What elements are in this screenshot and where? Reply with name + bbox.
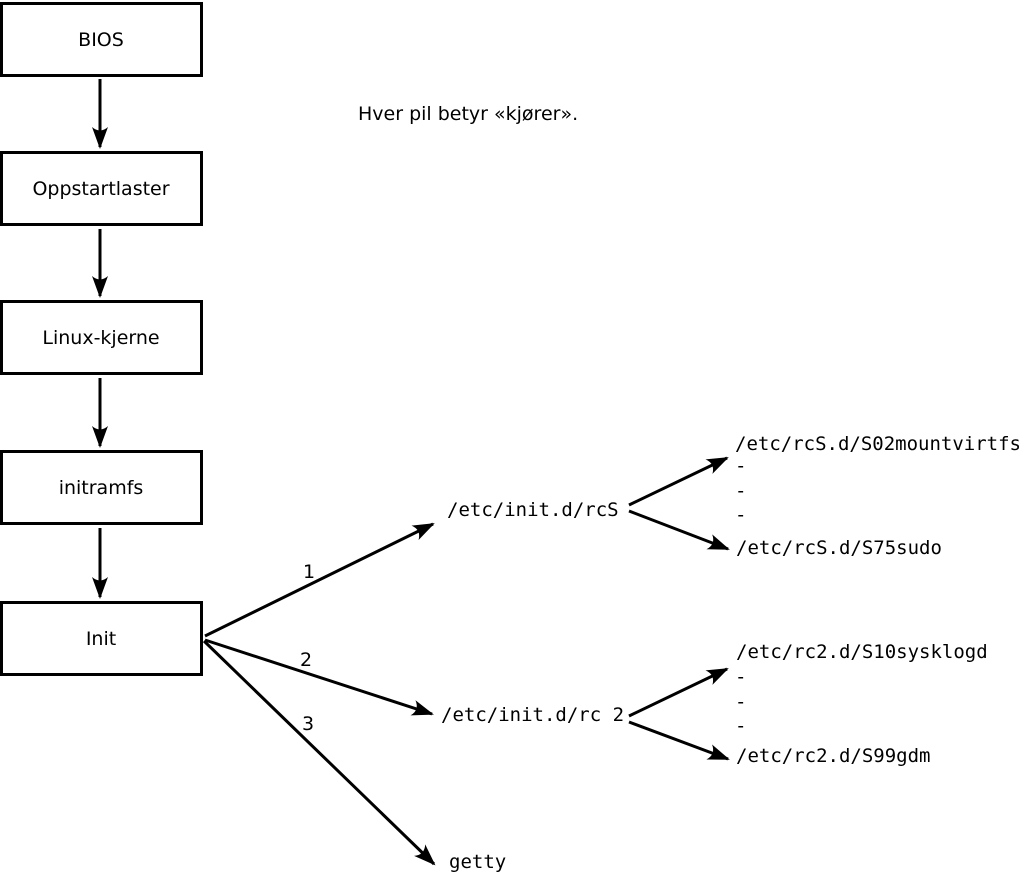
rc2-last-script: /etc/rc2.d/S99gdm	[736, 745, 930, 767]
box-bios-label: BIOS	[78, 29, 124, 51]
rc2-dash-2: -	[735, 691, 746, 713]
caption: Hver pil betyr «kjører».	[358, 103, 578, 125]
box-init-label: Init	[86, 628, 116, 650]
arrow-rc2-to-last-script	[628, 720, 730, 761]
arrow-init-to-getty	[202, 639, 436, 866]
rc2-dash-3: -	[735, 715, 746, 737]
branch-number-3: 3	[302, 713, 314, 735]
box-bootloader-rect	[0, 151, 203, 226]
box-init-rect	[0, 601, 203, 676]
box-bios: BIOS	[0, 2, 203, 77]
rcs-label: /etc/init.d/rcS	[447, 499, 619, 521]
arrow-rc2-to-first-script	[628, 667, 729, 718]
branch-number-2: 2	[300, 649, 312, 671]
rcs-dash-3: -	[735, 504, 746, 526]
branch-number-1: 1	[303, 561, 315, 583]
arrow-rcs-to-first-script	[628, 456, 729, 507]
rc2-label: /etc/init.d/rc 2	[441, 704, 624, 726]
box-kernel: Linux-kjerne	[0, 300, 203, 375]
getty-label: getty	[449, 851, 506, 873]
box-kernel-rect	[0, 300, 203, 375]
arrow-rcs-to-last-script	[628, 509, 730, 551]
rc2-dash-1: -	[735, 666, 746, 688]
rcs-first-script: /etc/rcS.d/S02mountvirtfs	[735, 433, 1021, 455]
arrow-init-to-rcs	[204, 522, 435, 638]
box-kernel-label: Linux-kjerne	[42, 327, 159, 349]
rcs-last-script: /etc/rcS.d/S75sudo	[736, 537, 942, 559]
box-initramfs-rect	[0, 450, 203, 525]
rcs-dash-2: -	[735, 480, 746, 502]
box-initramfs-label: initramfs	[59, 477, 144, 499]
box-bios-rect	[0, 2, 203, 77]
box-bootloader-label: Oppstartlaster	[32, 178, 169, 200]
rcs-dash-1: -	[735, 455, 746, 477]
box-bootloader: Oppstartlaster	[0, 151, 203, 226]
box-init: Init	[0, 601, 203, 676]
box-initramfs: initramfs	[0, 450, 203, 525]
rc2-first-script: /etc/rc2.d/S10sysklogd	[736, 641, 988, 663]
arrow-init-to-rc2	[204, 638, 434, 716]
